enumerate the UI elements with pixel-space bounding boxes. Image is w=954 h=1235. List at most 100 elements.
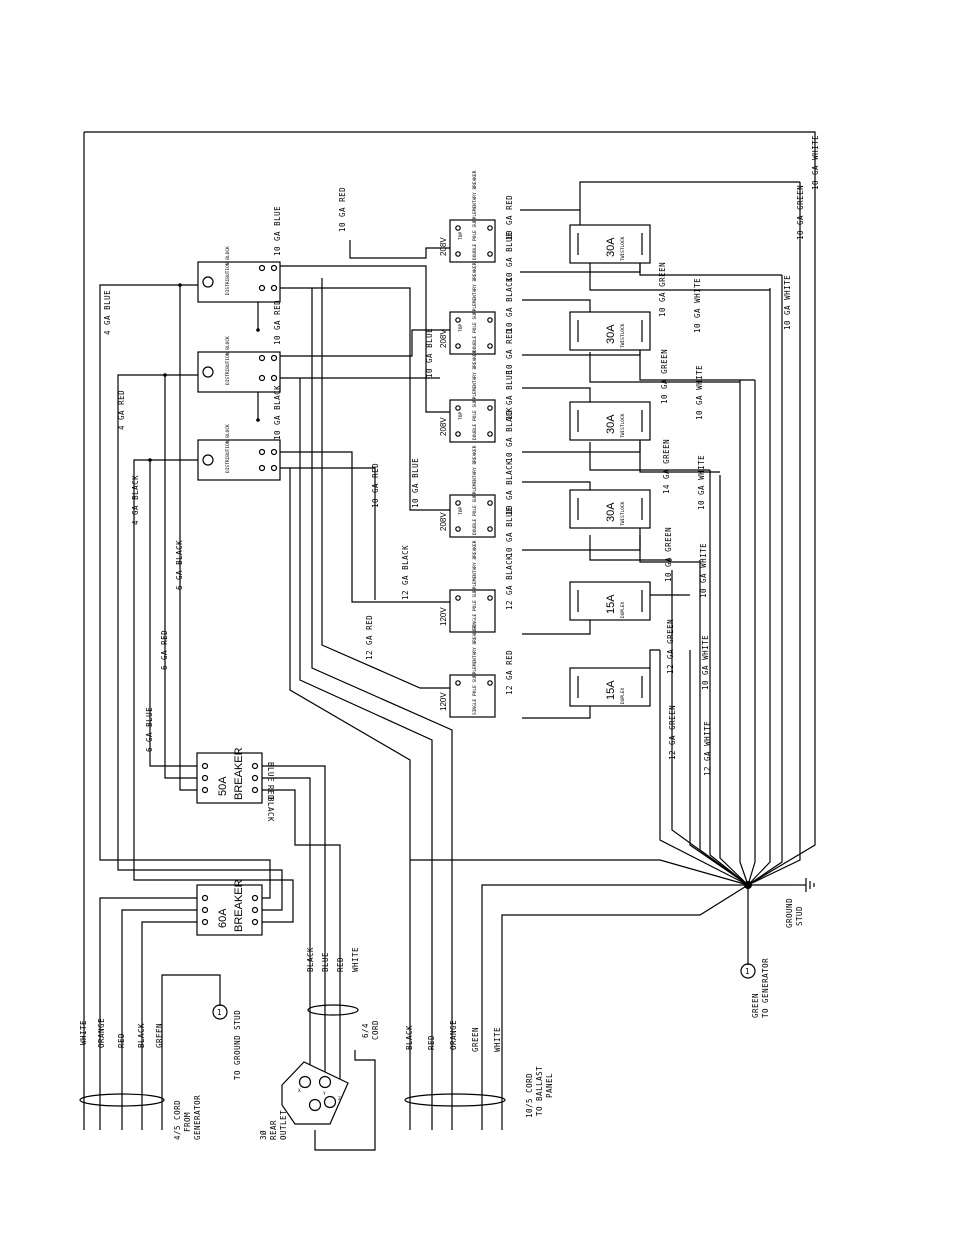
distribution-block: DISTRIBUTION BLOCK (197, 246, 281, 303)
rear-outlet-pin-x: X (298, 1088, 301, 1094)
gen-cord-label-1: 4/5 CORD (173, 1100, 182, 1140)
breaker-label: SINGLE POLE SUPPLEMENTARY BREAKER (472, 625, 478, 715)
breaker-in2-label: 10 GA RED (505, 329, 514, 374)
ballast-cord-label-2: TO BALLAST (535, 1066, 544, 1116)
breaker-voltage: 120V (439, 692, 448, 711)
label-top-10ga-red: 10 GA RED (338, 187, 347, 232)
wire-labels: 4 GA BLUE 4 GA RED 4 GA BLACK 6 GA BLACK… (103, 135, 820, 752)
ballast-wire-green: GREEN (471, 1027, 480, 1052)
receptacle-amps: 30A (605, 237, 617, 257)
breaker-in2-label: 10 GA BLUE (505, 232, 514, 282)
breaker-in2-label: 10 GA BLACK (505, 407, 514, 462)
receptacle-green-label: 10 GA GREEN (658, 262, 667, 317)
ballast-cord-label-3: PANEL (545, 1073, 554, 1098)
ballast-cord-label-1: 10/5 CORD (525, 1073, 534, 1118)
breaker-50a-out-red: RED (266, 785, 275, 800)
receptacle-white-label: 10 GA WHITE (693, 278, 702, 333)
ballast-wire-black: BLACK (405, 1025, 414, 1050)
gen-wire-green: GREEN (155, 1023, 164, 1048)
junction-dots (148, 283, 752, 889)
ground-stud-ref-label: TO GROUND STUD (233, 1010, 242, 1080)
supplementary-breakers: 208V DOUBLE POLE SUPPLEMENTARY BREAKER 10 … (439, 170, 514, 718)
receptacle-white-label: 10 GA WHITE (697, 455, 706, 510)
cord-6-4-label-1: 6/4 (361, 1023, 370, 1038)
label-top-10ga-green: 10 GA GREEN (796, 185, 805, 240)
receptacle-green-label: 10 GA GREEN (660, 349, 669, 404)
receptacle-green-label: 12 GA GREEN (666, 619, 675, 674)
label-mid-10ga-red: 10 GA RED (371, 463, 380, 508)
receptacle-amps: 30A (605, 414, 617, 434)
breaker-flag: TOP (458, 507, 464, 515)
generator-cord: WHITE ORANGE RED BLACK GREEN 4/5 CORD FR… (79, 1018, 202, 1140)
gen-cord-label-3: GENERATOR (193, 1095, 202, 1140)
supplementary-breaker: 208V DOUBLE POLE SUPPLEMENTARY BREAKER 10 … (439, 350, 514, 462)
label-top-10ga-white: 10 GA WHITE (811, 135, 820, 190)
breaker-in1-label: 10 GA BLUE (505, 370, 514, 420)
ground-stud-ref: 1 TO GROUND STUD (212, 1004, 242, 1080)
label-db-10ga-blue: 10 GA BLUE (273, 206, 282, 256)
receptacle-type: TWISTLOCK (620, 323, 626, 348)
receptacle-white-label: 10 GA WHITE (695, 365, 704, 420)
breaker-50a-out-black: BLACK (266, 797, 275, 822)
ground-stud: GROUND STUD (785, 898, 804, 928)
generator-ground: 1 GREEN TO GENERATOR (740, 958, 770, 1018)
distribution-block: DISTRIBUTION BLOCK (197, 424, 281, 481)
cord-6-4-wire-blue: BLUE (321, 952, 330, 972)
cord-6-4-wire-red: RED (336, 957, 345, 972)
receptacle-green-label: 10 GA GREEN (664, 527, 673, 582)
breaker-label: DOUBLE POLE SUPPLEMENTARY BREAKER (472, 350, 478, 440)
receptacle-type: TWISTLOCK (620, 236, 626, 261)
ballast-wire-white: WHITE (493, 1027, 502, 1052)
label-4ga-blue: 4 GA BLUE (103, 290, 112, 335)
generator-ground-num: 1 (745, 967, 750, 976)
receptacle-amps: 15A (605, 594, 617, 614)
receptacle-type: TWISTLOCK (620, 501, 626, 526)
breaker-label: SINGLE POLE SUPPLEMENTARY BREAKER (472, 540, 478, 630)
breaker-voltage: 208V (439, 417, 448, 436)
cord-6-4-label-2: CORD (371, 1020, 380, 1040)
ground-stud-label-2: STUD (795, 906, 804, 926)
receptacle-amps: 30A (605, 502, 617, 522)
distribution-block-label: DISTRIBUTION BLOCK (225, 246, 231, 295)
generator-ground-label-1: GREEN (751, 993, 760, 1018)
distribution-block-label: DISTRIBUTION BLOCK (225, 424, 231, 473)
label-mid-10ga-blue: 10 GA BLUE (425, 328, 434, 378)
rear-outlet: X Y Z 3Ø REAR OUTLET (259, 1061, 349, 1140)
cord-6-4: BLACK BLUE RED WHITE 6/4 CORD (306, 947, 380, 1040)
distribution-block-label: DISTRIBUTION BLOCK (225, 336, 231, 385)
distribution-blocks: DISTRIBUTION BLOCK DISTRIBUTION BLOCK DI… (197, 246, 281, 481)
breaker-in1-label: 10 GA RED (505, 195, 514, 240)
receptacle-type: TWISTLOCK (620, 413, 626, 438)
rear-outlet-label-1: 3Ø (259, 1130, 268, 1140)
breaker-in1-label: 12 GA BLACK (505, 555, 514, 610)
label-6ga-red: 6 GA RED (160, 630, 169, 670)
breaker-50a-out-blue: BLUE (266, 762, 275, 782)
generator-ground-label-2: TO GENERATOR (761, 958, 770, 1018)
receptacle-green-label: 12 GA GREEN (668, 705, 677, 760)
breaker-50a-amps: 50A (217, 776, 229, 796)
label-6ga-black: 6 GA BLACK (175, 540, 184, 590)
gen-wire-black: BLACK (137, 1023, 146, 1048)
label-6ga-blue: 6 GA BLUE (145, 707, 154, 752)
gen-cord-label-2: FROM (183, 1112, 192, 1132)
cord-6-4-wire-black: BLACK (306, 947, 315, 972)
breaker-voltage: 208V (439, 329, 448, 348)
label-db-10ga-red-text: 10 GA RED (273, 300, 282, 345)
gen-wire-orange: ORANGE (97, 1018, 106, 1048)
label-4ga-black: 4 GA BLACK (131, 475, 140, 525)
receptacle-white-label: 10 GA WHITE (701, 635, 710, 690)
label-12ga-black: 12 GA BLACK (401, 545, 410, 600)
breaker-60a-name: BREAKER (233, 879, 245, 932)
label-db-10ga-blue-text: 10 GA BLUE (273, 206, 282, 256)
